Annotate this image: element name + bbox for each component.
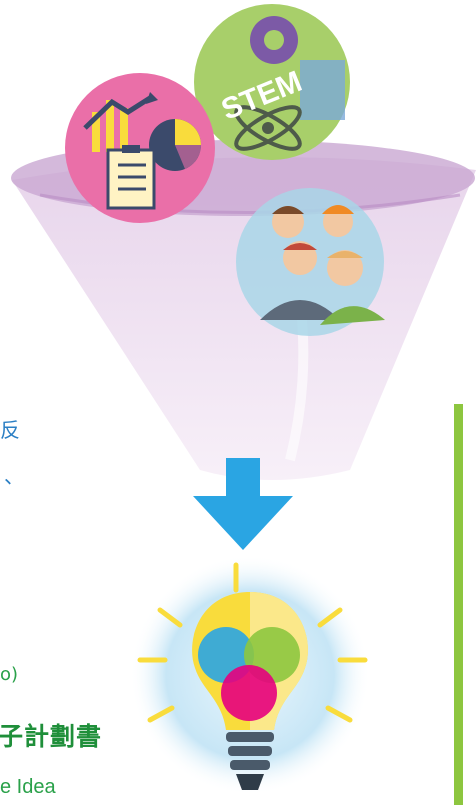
down-arrow-icon: [193, 458, 293, 550]
people-group-icon: [236, 188, 385, 336]
lightbulb-icon: [130, 555, 370, 795]
accent-bar: [454, 404, 463, 805]
left-text-fragment-1: 反: [0, 418, 20, 442]
stem-icon: STEM: [194, 4, 350, 160]
chart-report-icon: [65, 73, 215, 223]
left-text-fragment-2: 、: [4, 464, 24, 488]
left-text-fragment-3: o): [0, 664, 19, 685]
footer-subtitle: e Idea: [0, 776, 56, 798]
footer-title: 子計劃書: [0, 722, 103, 751]
